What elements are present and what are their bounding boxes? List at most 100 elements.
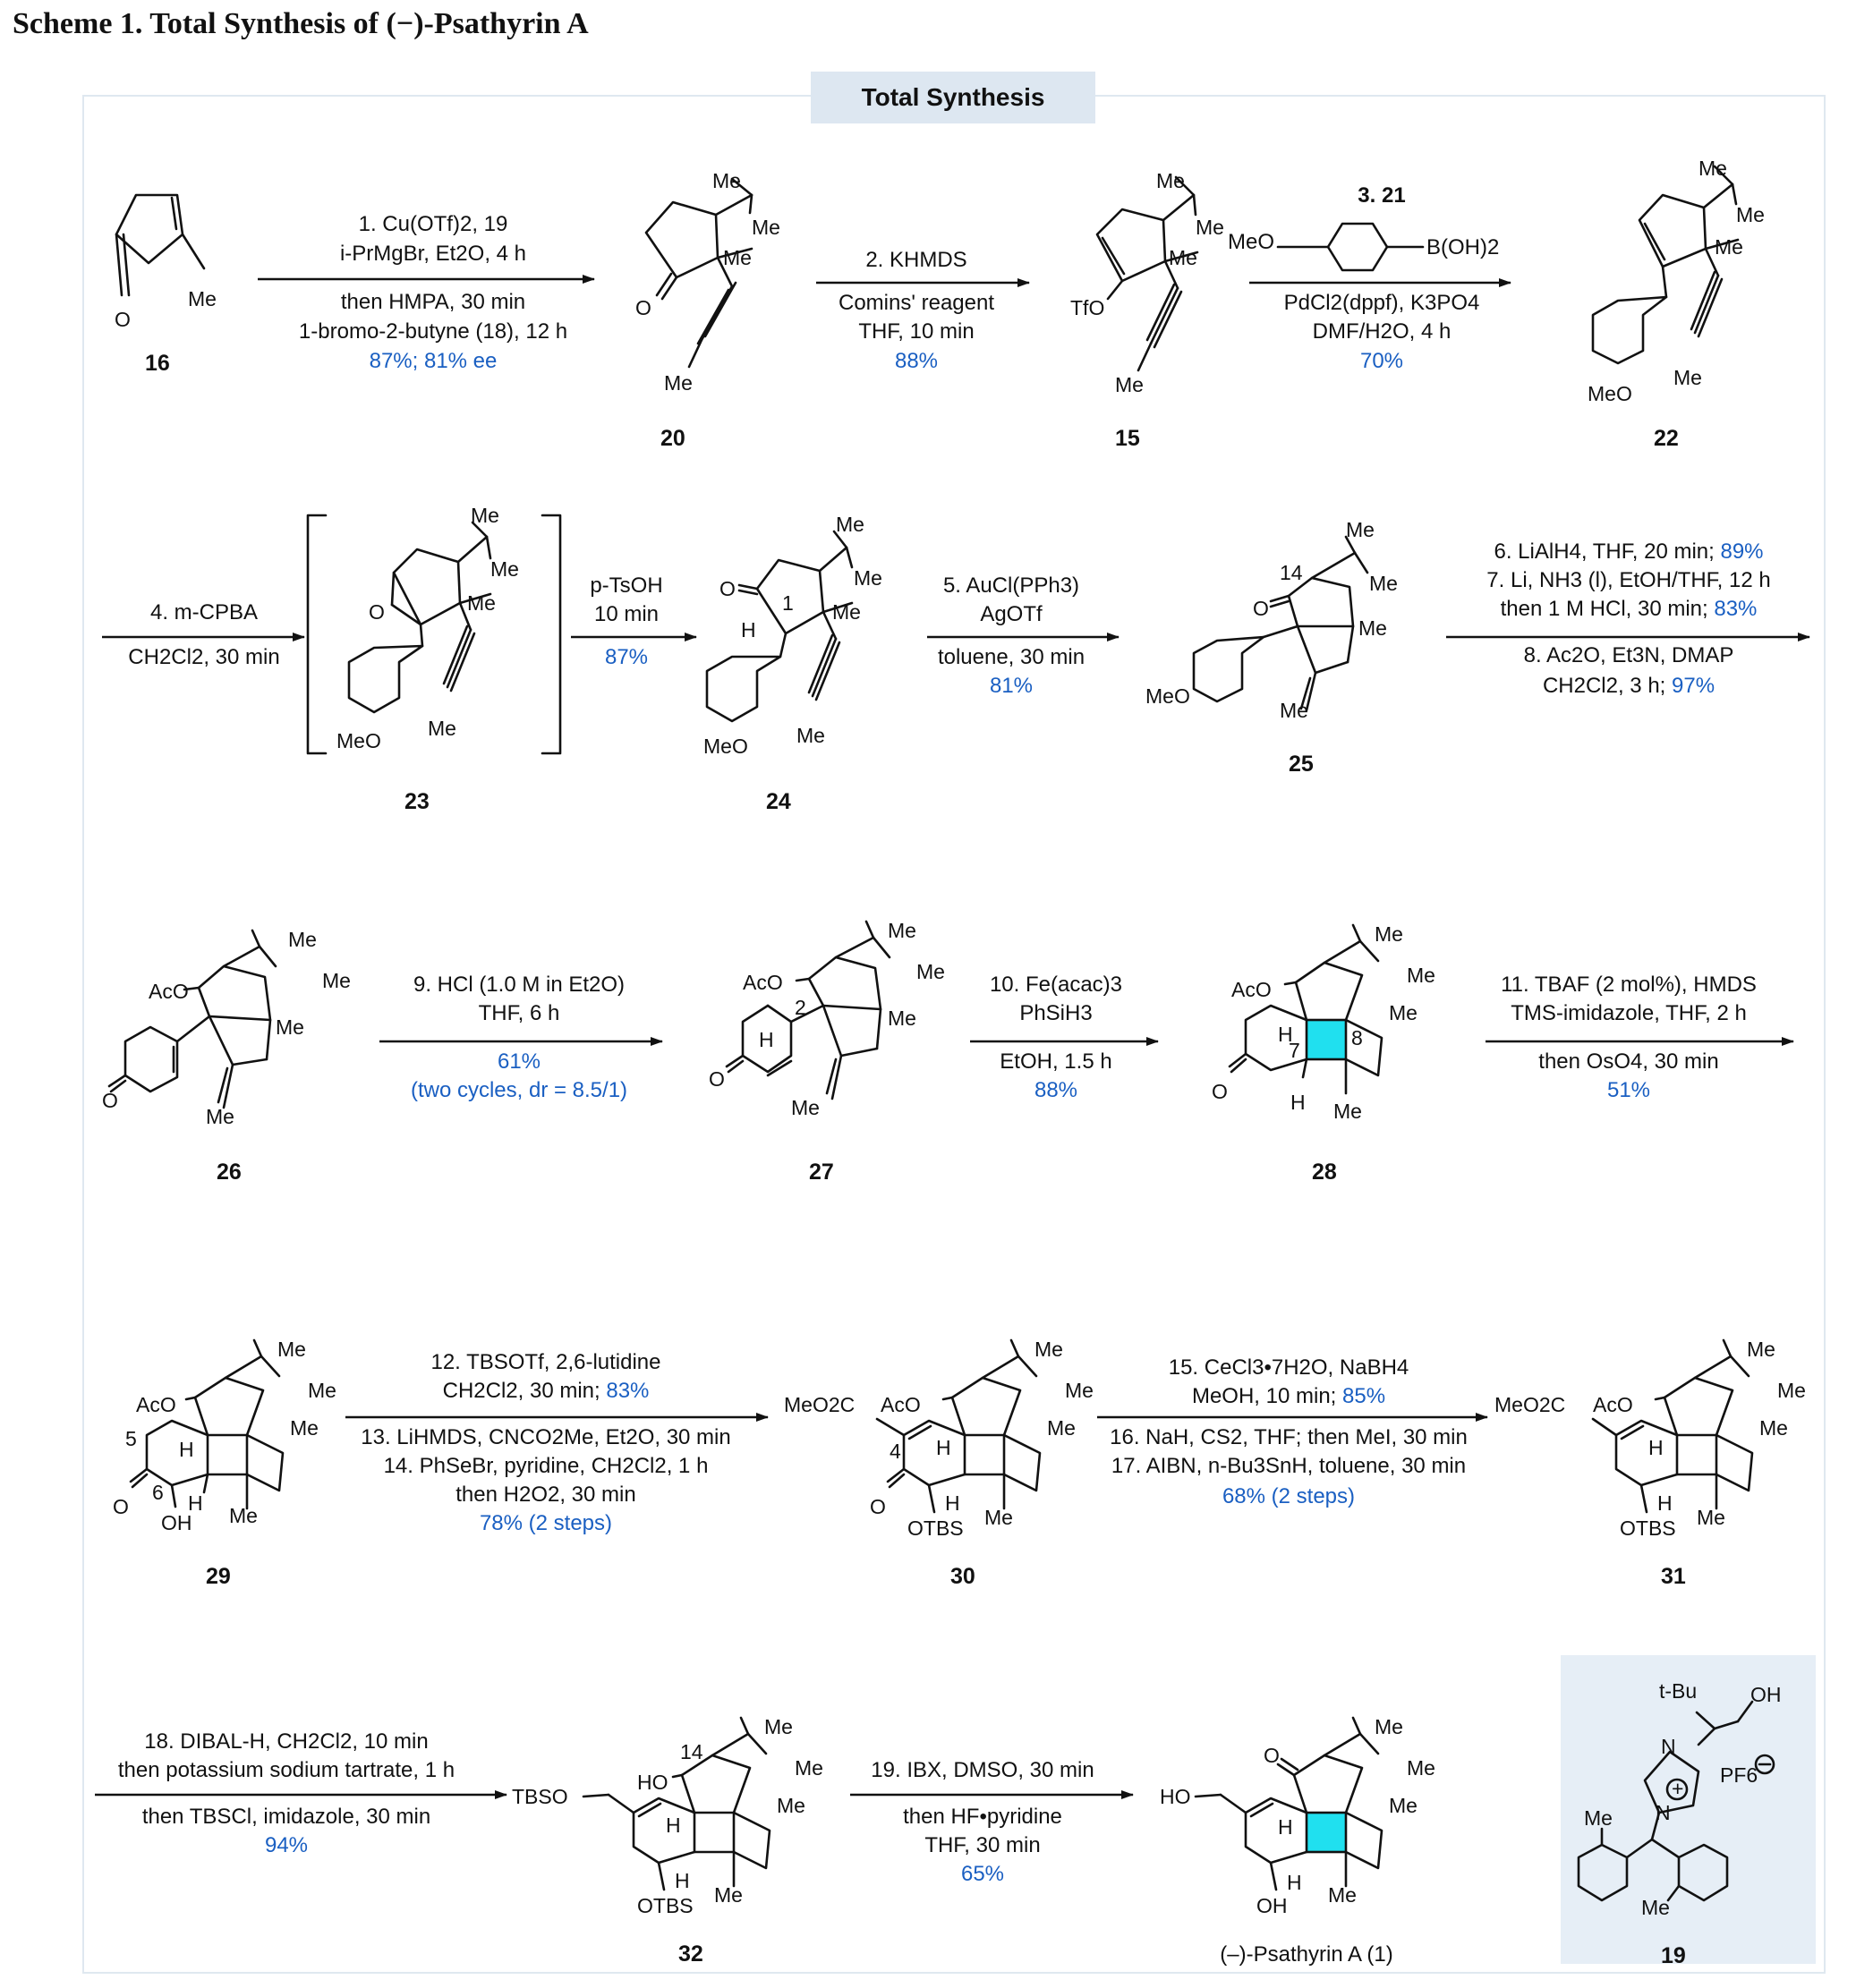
svg-text:O: O xyxy=(635,296,651,319)
svg-text:Me: Me xyxy=(764,1715,793,1738)
svg-text:88%: 88% xyxy=(1034,1078,1077,1102)
svg-text:Me: Me xyxy=(471,504,499,527)
step-19-conditions: 19. IBX, DMSO, 30 min then HF•pyridine T… xyxy=(871,1758,1094,1886)
svg-text:Comins' reagent: Comins' reagent xyxy=(839,291,994,315)
svg-text:OH: OH xyxy=(161,1511,192,1534)
svg-text:AcO: AcO xyxy=(881,1393,921,1416)
svg-text:Me: Me xyxy=(723,246,752,269)
svg-text:Me: Me xyxy=(854,566,882,590)
svg-text:i-PrMgBr, Et2O, 4 h: i-PrMgBr, Et2O, 4 h xyxy=(340,242,526,266)
svg-text:6. LiAlH4, THF, 20 min; 89%: 6. LiAlH4, THF, 20 min; 89% xyxy=(1494,539,1763,564)
svg-text:OH: OH xyxy=(1256,1894,1288,1917)
compound-22-structure: Me Me Me Me MeO xyxy=(1588,157,1765,405)
compound-25-structure: Me Me Me O 14 Me MeO xyxy=(1145,518,1398,722)
compound-label-23: 23 xyxy=(404,789,430,814)
svg-text:70%: 70% xyxy=(1360,349,1403,373)
section-title: Total Synthesis xyxy=(811,72,1095,123)
svg-text:OTBS: OTBS xyxy=(907,1516,964,1540)
svg-text:AcO: AcO xyxy=(1231,978,1272,1001)
svg-text:then TBSCl, imidazole, 30 min: then TBSCl, imidazole, 30 min xyxy=(142,1805,430,1829)
svg-text:Me: Me xyxy=(1034,1338,1063,1361)
svg-text:Me: Me xyxy=(206,1105,234,1128)
svg-text:H: H xyxy=(1648,1436,1664,1459)
svg-text:1: 1 xyxy=(782,591,794,615)
svg-text:15. CeCl3•7H2O, NaBH4: 15. CeCl3•7H2O, NaBH4 xyxy=(1169,1355,1409,1380)
compound-20-structure: Me Me Me O Me xyxy=(635,169,780,395)
svg-text:+: + xyxy=(1672,1777,1683,1800)
svg-text:then H2O2, 30 min: then H2O2, 30 min xyxy=(455,1483,635,1507)
compound-19-structure: + N N t-Bu OH PF6 Me Me xyxy=(1577,1679,1782,1919)
svg-text:Me: Me xyxy=(229,1504,258,1527)
svg-text:78% (2 steps): 78% (2 steps) xyxy=(480,1511,612,1535)
svg-text:O: O xyxy=(1253,597,1269,620)
svg-text:65%: 65% xyxy=(961,1862,1004,1886)
compound-label-31: 31 xyxy=(1661,1564,1686,1589)
svg-text:H: H xyxy=(1278,1023,1293,1046)
compound-label-29: 29 xyxy=(206,1564,231,1589)
svg-text:Me: Me xyxy=(428,717,456,740)
svg-text:AcO: AcO xyxy=(743,971,783,994)
catalyst-panel xyxy=(1561,1655,1816,1964)
svg-text:O: O xyxy=(1212,1080,1228,1103)
svg-text:H: H xyxy=(936,1436,951,1459)
svg-text:MeO: MeO xyxy=(1228,230,1274,254)
svg-text:H: H xyxy=(945,1491,960,1515)
svg-text:Me: Me xyxy=(1196,216,1224,239)
svg-text:17. AIBN, n-Bu3SnH, toluene, 3: 17. AIBN, n-Bu3SnH, toluene, 30 min xyxy=(1111,1454,1466,1478)
step-5-conditions: 5. AuCl(PPh3) AgOTf toluene, 30 min 81% xyxy=(938,573,1085,698)
svg-text:O: O xyxy=(113,1495,129,1518)
compound-26-structure: Me Me Me AcO O Me xyxy=(102,928,351,1128)
svg-text:CH2Cl2, 3 h; 97%: CH2Cl2, 3 h; 97% xyxy=(1543,674,1715,698)
atom-o: O xyxy=(115,308,131,331)
svg-text:(two cycles, dr = 8.5/1): (two cycles, dr = 8.5/1) xyxy=(411,1078,627,1102)
svg-text:7: 7 xyxy=(1289,1039,1300,1062)
svg-text:MeOH, 10 min; 85%: MeOH, 10 min; 85% xyxy=(1192,1384,1385,1408)
svg-text:Me: Me xyxy=(796,724,825,747)
svg-text:then HMPA, 30 min: then HMPA, 30 min xyxy=(341,290,525,314)
svg-text:MeO: MeO xyxy=(703,735,748,758)
svg-text:Me: Me xyxy=(1065,1379,1094,1402)
svg-text:O: O xyxy=(102,1089,118,1112)
svg-text:OTBS: OTBS xyxy=(1620,1516,1676,1540)
svg-text:AcO: AcO xyxy=(149,980,189,1003)
svg-text:10. Fe(acac)3: 10. Fe(acac)3 xyxy=(990,973,1122,997)
svg-text:Me: Me xyxy=(277,1338,306,1361)
svg-text:Me: Me xyxy=(1047,1416,1076,1440)
svg-text:81%: 81% xyxy=(990,674,1033,698)
compound-label-22: 22 xyxy=(1654,426,1679,451)
compound-label-30: 30 xyxy=(950,1564,975,1589)
svg-text:Me: Me xyxy=(290,1416,319,1440)
compound-23-structure: Me Me Me O Me MeO xyxy=(306,504,562,755)
svg-text:Me: Me xyxy=(1389,1001,1418,1024)
compound-28-structure: Me Me Me AcO H 7 8 O H Me xyxy=(1212,922,1435,1123)
svg-text:Me: Me xyxy=(1736,203,1765,226)
svg-text:Me: Me xyxy=(1115,373,1144,396)
svg-text:Me: Me xyxy=(752,216,780,239)
svg-text:HO: HO xyxy=(1160,1785,1191,1808)
svg-text:DMF/H2O, 4 h: DMF/H2O, 4 h xyxy=(1313,319,1452,344)
svg-text:11. TBAF (2 mol%), HMDS: 11. TBAF (2 mol%), HMDS xyxy=(1501,973,1757,997)
svg-text:THF, 30 min: THF, 30 min xyxy=(924,1833,1040,1857)
svg-text:14. PhSeBr, pyridine, CH2Cl2,: 14. PhSeBr, pyridine, CH2Cl2, 1 h xyxy=(384,1454,709,1478)
svg-text:O: O xyxy=(719,577,736,600)
svg-text:4: 4 xyxy=(890,1440,901,1463)
svg-text:H: H xyxy=(179,1438,194,1461)
svg-text:61%: 61% xyxy=(498,1049,541,1074)
svg-text:AcO: AcO xyxy=(136,1393,176,1416)
svg-text:Me: Me xyxy=(1375,922,1403,946)
svg-text:OH: OH xyxy=(1750,1683,1782,1706)
svg-text:toluene, 30 min: toluene, 30 min xyxy=(938,645,1085,669)
svg-text:13. LiHMDS, CNCO2Me, Et2O, 30: 13. LiHMDS, CNCO2Me, Et2O, 30 min xyxy=(361,1425,730,1449)
svg-text:EtOH, 1.5 h: EtOH, 1.5 h xyxy=(1000,1049,1111,1074)
svg-text:p-TsOH: p-TsOH xyxy=(590,573,662,598)
svg-text:AcO: AcO xyxy=(1593,1393,1633,1416)
compound-label-20: 20 xyxy=(660,426,685,451)
steps-15-17-conditions: 15. CeCl3•7H2O, NaBH4 MeOH, 10 min; 85% … xyxy=(1110,1355,1468,1508)
svg-text:Me: Me xyxy=(1389,1794,1418,1817)
svg-text:O: O xyxy=(870,1495,886,1518)
steps-6-8-conditions: 6. LiAlH4, THF, 20 min; 89% 7. Li, NH3 (… xyxy=(1486,539,1770,698)
svg-text:Me: Me xyxy=(664,371,693,395)
svg-text:Me: Me xyxy=(888,1007,916,1030)
svg-text:12. TBSOTf, 2,6-lutidine: 12. TBSOTf, 2,6-lutidine xyxy=(430,1350,660,1374)
svg-text:MeO: MeO xyxy=(1145,684,1190,708)
